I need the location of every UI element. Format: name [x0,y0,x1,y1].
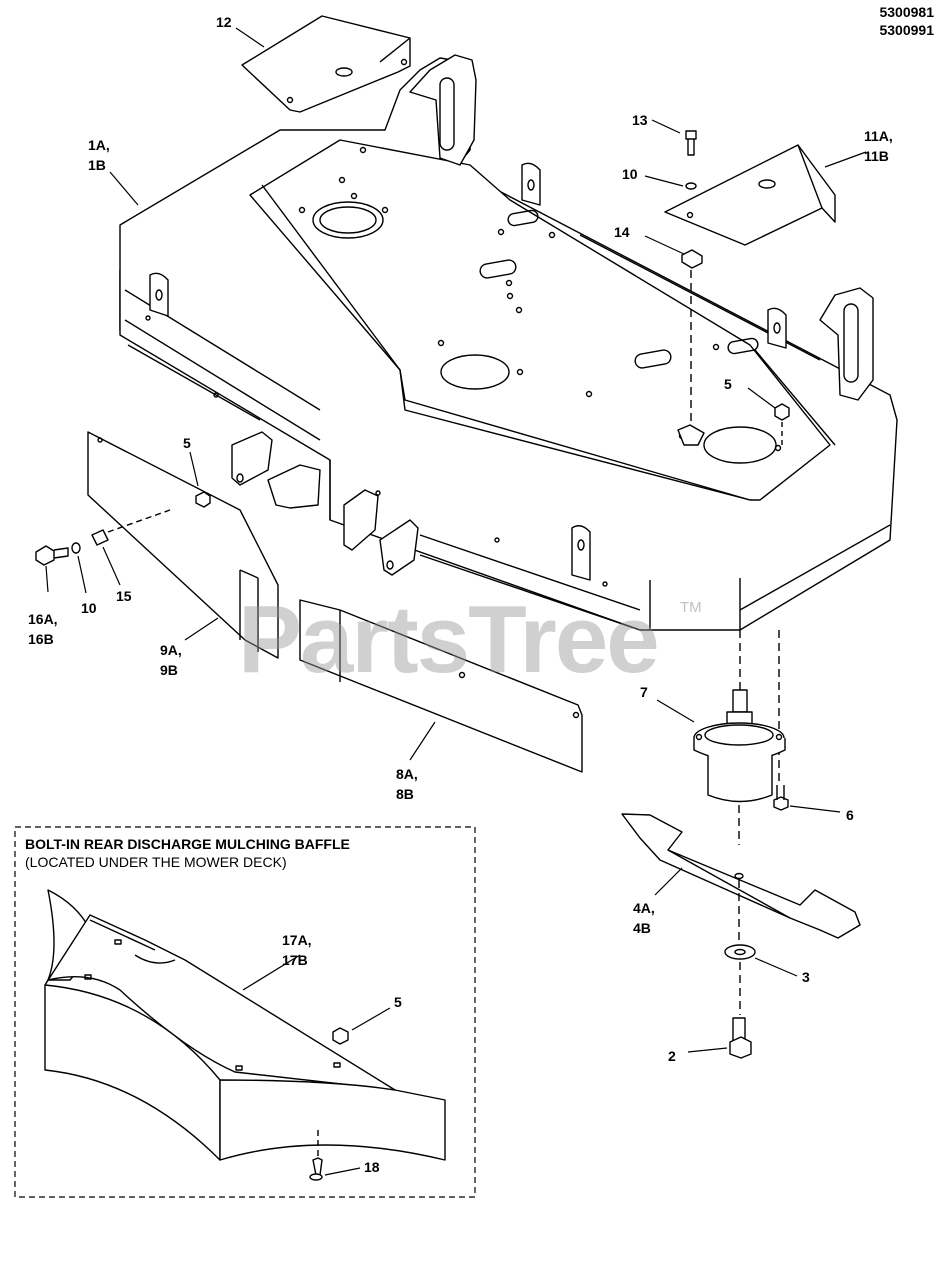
part-8-baffle [299,599,583,773]
callout-9a: 9A, [160,642,182,658]
callout-4a: 4A, [633,900,655,916]
callout-9b: 9B [160,662,178,678]
inset-box [14,826,476,1198]
left-hardware [35,491,211,566]
part-7-spindle [693,630,789,811]
callout-5-right: 5 [724,376,732,392]
callout-16b: 16B [28,631,54,647]
part-9-baffle [87,431,279,659]
callout-2: 2 [668,1048,676,1064]
part-4-blade [621,805,861,1059]
doc-number-2: 5300991 [879,22,934,38]
part-11-cover-plate [664,144,836,246]
callout-11a: 11A, [864,128,893,144]
callout-6: 6 [846,807,854,823]
leader-lines [45,27,867,1176]
inset-title-block: BOLT-IN REAR DISCHARGE MULCHING BAFFLE (… [25,835,350,871]
callout-8a: 8A, [396,766,418,782]
inset-title: BOLT-IN REAR DISCHARGE MULCHING BAFFLE [25,836,350,852]
callout-12: 12 [216,14,232,30]
callout-1b: 1B [88,157,106,173]
callout-15: 15 [116,588,132,604]
callout-17a: 17A, [282,932,312,948]
callout-10-top: 10 [622,166,638,182]
callout-4b: 4B [633,920,651,936]
callout-8b: 8B [396,786,414,802]
top-hardware [677,130,705,446]
callout-13: 13 [632,112,648,128]
callout-16a: 16A, [28,611,58,627]
callout-14: 14 [614,224,630,240]
callout-5-left: 5 [183,435,191,451]
callout-1a: 1A, [88,137,110,153]
doc-number-1: 5300981 [879,4,934,20]
nut-5-right [774,403,790,445]
mower-deck [119,54,898,631]
callout-3: 3 [802,969,810,985]
part-17-mulching-baffle [44,889,446,1181]
partstree-watermark: PartsTree [238,586,660,693]
callout-5-inset: 5 [394,994,402,1010]
callout-7: 7 [640,684,648,700]
callout-18: 18 [364,1159,380,1175]
callout-10-left: 10 [81,600,97,616]
inset-subtitle: (LOCATED UNDER THE MOWER DECK) [25,854,287,870]
callout-11b: 11B [864,148,889,164]
trademark-mark: TM [680,599,702,616]
part-12-cover-plate [241,15,411,113]
callout-17b: 17B [282,952,308,968]
